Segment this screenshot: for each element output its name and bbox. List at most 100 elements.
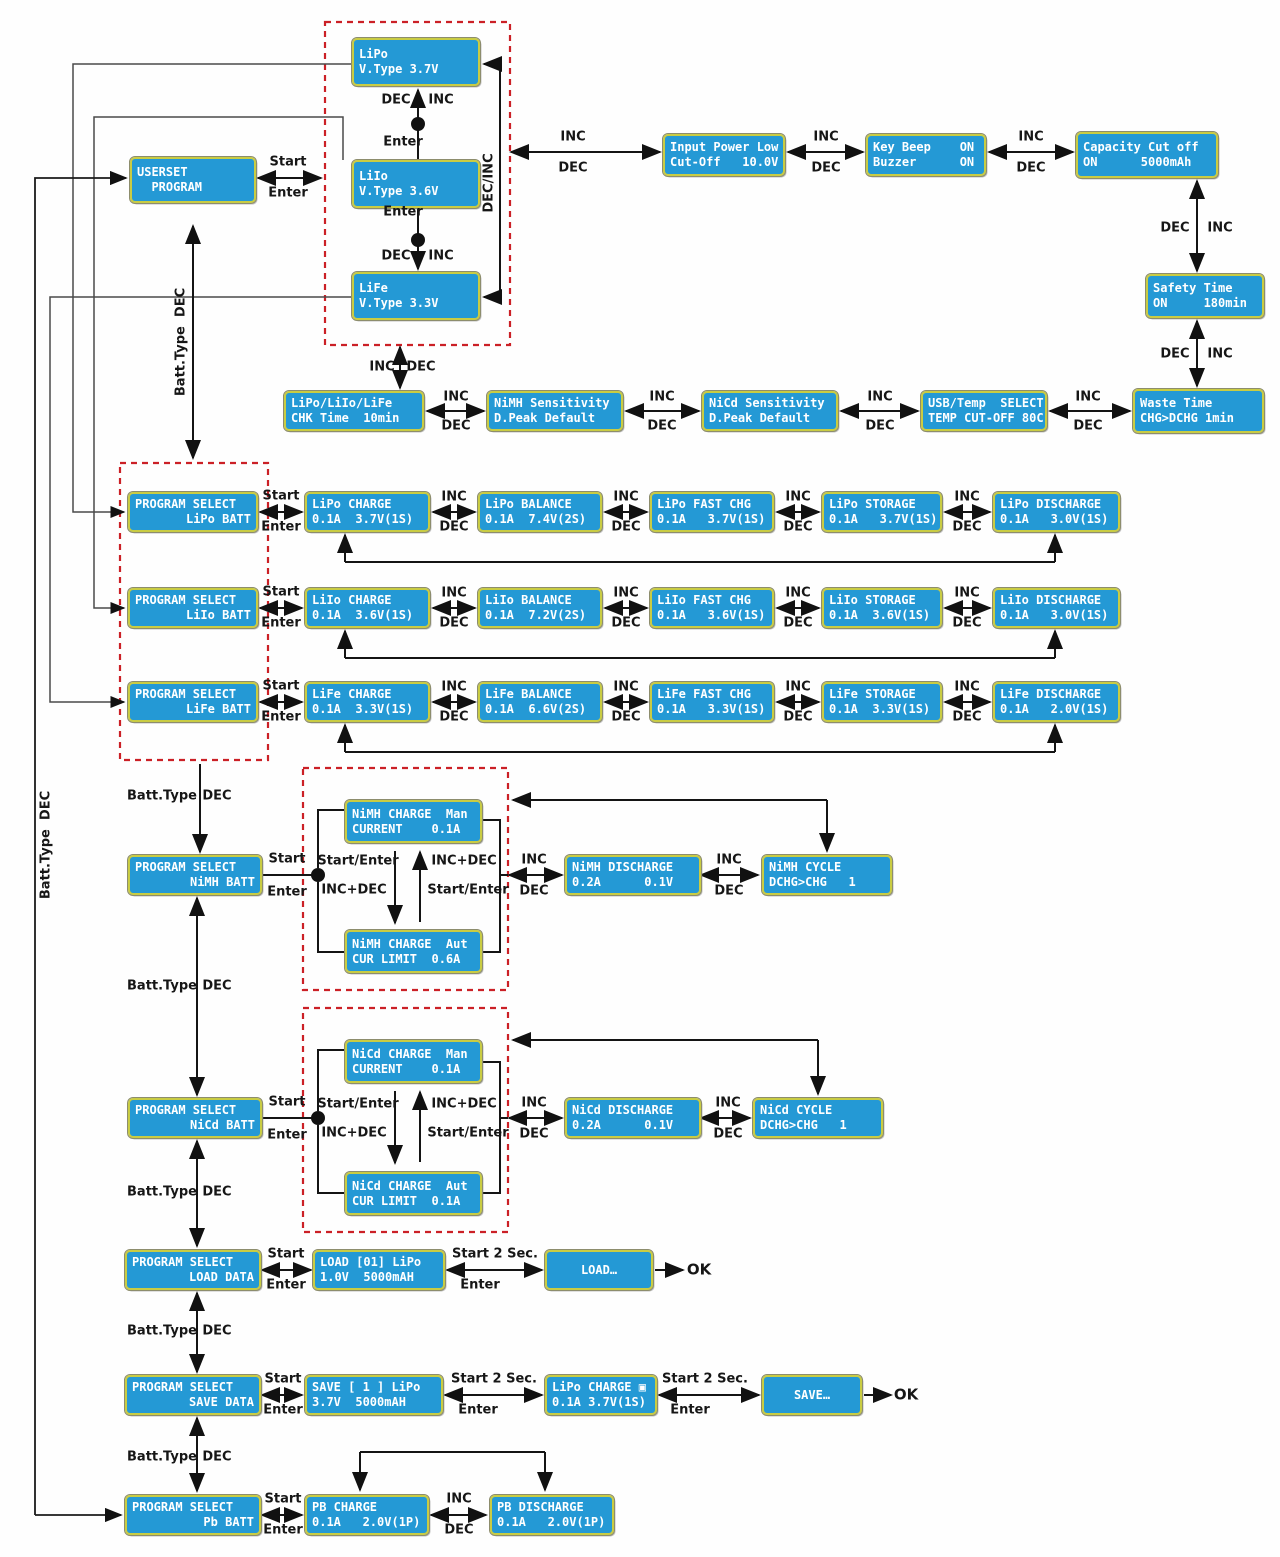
label-enter: Enter [263, 1402, 303, 1418]
label-start: Start [269, 154, 307, 170]
label-inc: INC [441, 679, 467, 695]
label-batt-type: Batt.Type [127, 788, 197, 804]
label-start-enter: Start/Enter [427, 1125, 509, 1141]
label-inc: INC [813, 129, 839, 145]
label-dec: DEC [1160, 220, 1190, 236]
label-inc: INC [441, 489, 467, 505]
label-enter: Enter [383, 204, 423, 220]
label-start: Start [262, 584, 300, 600]
label-inc: INC [613, 489, 639, 505]
label-inc-plus-dec: INC+DEC [431, 1096, 497, 1112]
label-dec: DEC [441, 418, 471, 434]
label-start-enter: Start/Enter [427, 882, 509, 898]
label-start-2sec: Start 2 Sec. [452, 1246, 538, 1262]
label-dec: DEC [611, 709, 641, 725]
label-ok: OK [686, 1260, 712, 1279]
label-dec: DEC [381, 92, 411, 108]
label-dec: DEC [406, 359, 436, 375]
label-enter: Enter [261, 709, 301, 725]
label-start-enter: Start/Enter [317, 1096, 399, 1112]
label-batt-type-dec: Batt.Type DEC [173, 287, 189, 397]
label-dec: DEC [714, 883, 744, 899]
label-inc: INC [785, 679, 811, 695]
label-inc: INC [613, 585, 639, 601]
label-inc: INC [369, 359, 395, 375]
label-dec: DEC [811, 160, 841, 176]
label-dec: DEC [202, 1449, 232, 1465]
label-dec: DEC [611, 519, 641, 535]
label-inc: INC [446, 1491, 472, 1507]
label-inc: INC [1018, 129, 1044, 145]
label-enter: Enter [267, 884, 307, 900]
label-dec: DEC [952, 709, 982, 725]
label-dec: DEC [439, 519, 469, 535]
label-inc: INC [954, 585, 980, 601]
label-enter: Enter [261, 519, 301, 535]
label-inc: INC [954, 489, 980, 505]
label-inc: INC [715, 1095, 741, 1111]
label-inc: INC [867, 389, 893, 405]
label-dec: DEC [865, 418, 895, 434]
label-start: Start [262, 678, 300, 694]
label-dec: DEC [611, 615, 641, 631]
label-dec: DEC [783, 615, 813, 631]
label-enter: Enter [263, 1522, 303, 1538]
label-enter: Enter [383, 134, 423, 150]
label-inc: INC [1075, 389, 1101, 405]
label-inc: INC [613, 679, 639, 695]
label-batt-type: Batt.Type [127, 1184, 197, 1200]
label-enter: Enter [267, 1127, 307, 1143]
node-load-exec: LOAD… [544, 1249, 654, 1291]
label-enter: Enter [266, 1277, 306, 1293]
label-inc-plus-dec: INC+DEC [321, 1125, 387, 1141]
label-inc: INC [521, 1095, 547, 1111]
node-userset-program: USERSET PROGRAM [129, 156, 257, 204]
label-dec: DEC [558, 160, 588, 176]
label-batt-type: Batt.Type [127, 1449, 197, 1465]
label-dec: DEC [713, 1126, 743, 1142]
label-start-2sec: Start 2 Sec. [662, 1371, 748, 1387]
label-start: Start [264, 1491, 302, 1507]
label-enter: Enter [261, 615, 301, 631]
label-inc: INC [560, 129, 586, 145]
label-inc: INC [428, 92, 454, 108]
label-enter: Enter [460, 1277, 500, 1293]
label-inc: INC [1207, 220, 1233, 236]
label-inc: INC [954, 679, 980, 695]
label-dec: DEC [783, 519, 813, 535]
label-dec: DEC [439, 615, 469, 631]
label-dec: DEC [202, 1323, 232, 1339]
